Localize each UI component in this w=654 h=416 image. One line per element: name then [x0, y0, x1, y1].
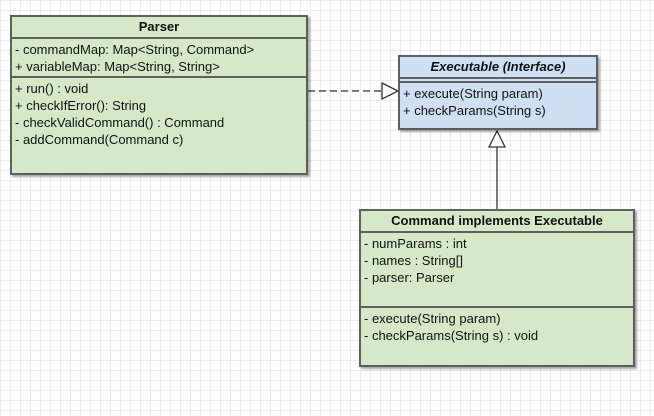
parser-method: - checkValidCommand() : Command — [15, 115, 225, 130]
parser-class-name: Parser — [12, 17, 306, 39]
executable-methods: + execute(String param) + checkParams(St… — [400, 83, 596, 121]
executable-method: + checkParams(String s) — [403, 103, 546, 118]
command-class-name: Command implements Executable — [361, 211, 633, 233]
parser-method: - addCommand(Command c) — [15, 132, 184, 147]
parser-method: + checkIfError(): String — [15, 98, 147, 113]
executable-interface-name: Executable (Interface) — [400, 57, 596, 79]
executable-interface[interactable]: Executable (Interface) + execute(String … — [398, 55, 598, 130]
generalization-arrowhead — [487, 129, 507, 148]
command-method: - execute(String param) — [364, 311, 501, 326]
parser-attribute: - commandMap: Map<String, Command> — [15, 42, 255, 57]
parser-methods: + run() : void + checkIfError(): String … — [12, 78, 306, 150]
command-methods: - execute(String param) - checkParams(St… — [361, 308, 633, 346]
parser-attributes: - commandMap: Map<String, Command> + var… — [12, 39, 306, 78]
command-attribute: - numParams : int — [364, 236, 467, 251]
realization-arrowhead — [381, 81, 400, 101]
command-attribute: - parser: Parser — [364, 270, 455, 285]
parser-class[interactable]: Parser - commandMap: Map<String, Command… — [10, 15, 308, 175]
parser-attribute: + variableMap: Map<String, String> — [15, 59, 220, 74]
parser-method: + run() : void — [15, 81, 89, 96]
executable-attributes — [400, 79, 596, 83]
command-attribute: - names : String[] — [364, 253, 463, 268]
command-class[interactable]: Command implements Executable - numParam… — [359, 209, 635, 367]
command-method: - checkParams(String s) : void — [364, 328, 539, 343]
command-attributes: - numParams : int - names : String[] - p… — [361, 233, 633, 308]
executable-method: + execute(String param) — [403, 86, 543, 101]
